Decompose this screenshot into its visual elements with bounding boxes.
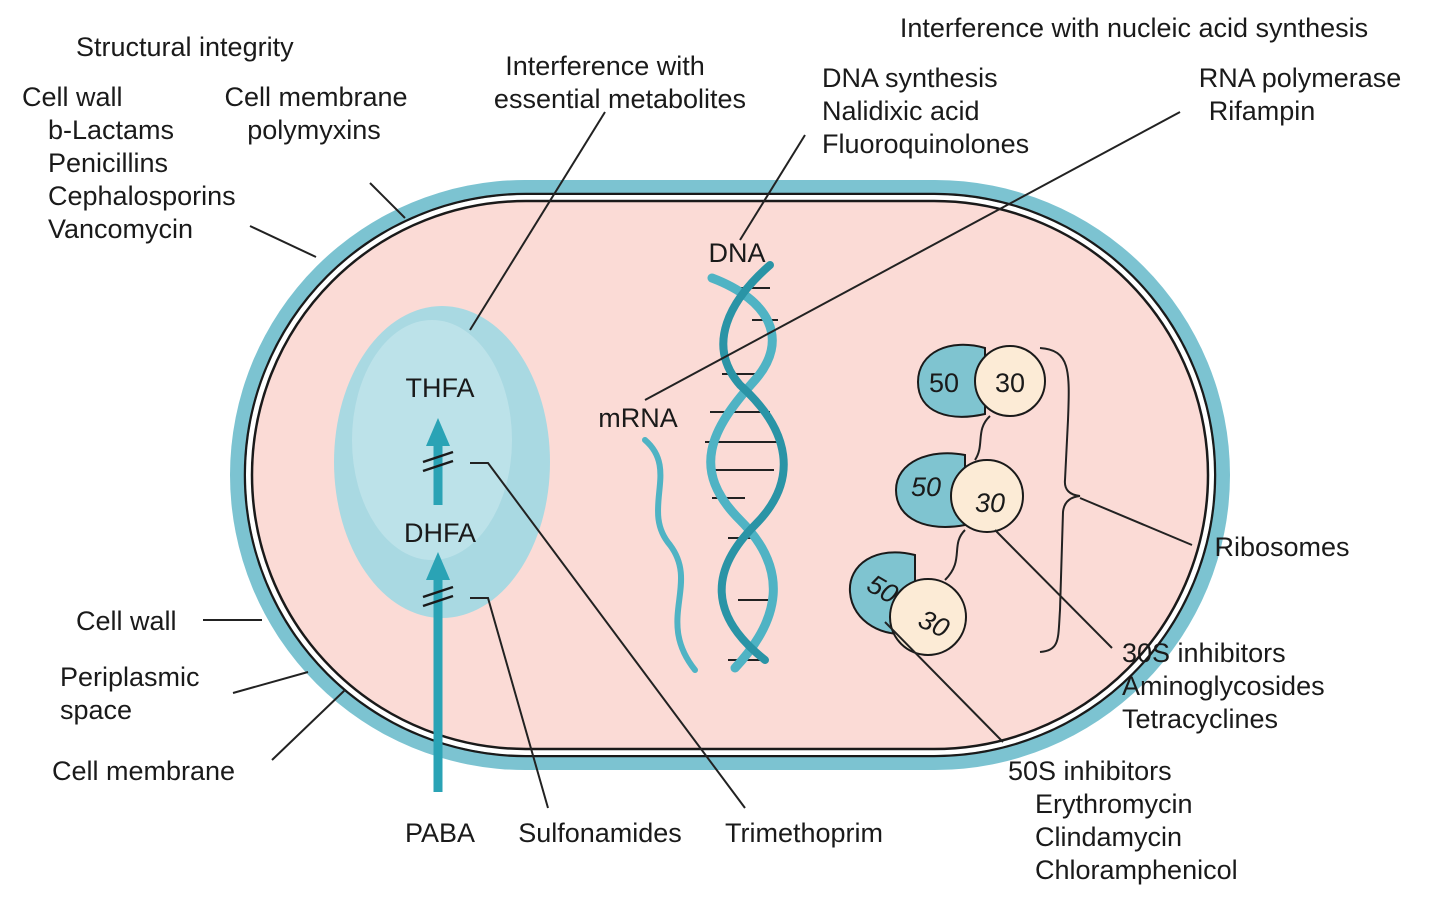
outer-membrane-line	[243, 192, 1217, 758]
svg-text:Clindamycin: Clindamycin	[1035, 822, 1182, 852]
ribosome-30-shape	[950, 459, 1024, 533]
ribosome-2: 50 30	[894, 452, 1024, 533]
ribosome-50-shape	[894, 452, 966, 528]
folate-pathway-arrow	[422, 418, 454, 792]
polymyxins-label: polymyxins	[247, 115, 381, 145]
leader-lines	[203, 111, 1193, 809]
ribosome-30-shape	[889, 578, 967, 656]
svg-text:Interference with: Interference with	[505, 51, 705, 81]
svg-text:DNA synthesis: DNA synthesis	[822, 63, 998, 93]
ribosome-1: 50 30	[916, 343, 1046, 418]
structural-integrity-label: Structural integrity	[76, 32, 294, 62]
paba-label: PABA	[405, 818, 475, 848]
cell-wall-label: Cell wall	[76, 606, 177, 636]
svg-text:Periplasmic: Periplasmic	[60, 662, 200, 692]
block-mark-thfa	[422, 450, 454, 473]
dna-label: DNA	[708, 238, 765, 268]
svg-text:RNA polymerase: RNA polymerase	[1199, 63, 1402, 93]
ribosome-50-shape	[916, 343, 986, 418]
ribosomes-label: Ribosomes	[1214, 532, 1349, 562]
ribosome-50-label: 50	[911, 472, 941, 502]
svg-text:30S inhibitors: 30S inhibitors	[1122, 638, 1286, 668]
ribosome-connectors	[944, 415, 991, 581]
30s-inhibitors-list: 30S inhibitors Aminoglycosides Tetracycl…	[1122, 638, 1325, 734]
cell-wall-heading: Cell wall	[22, 82, 123, 112]
svg-text:Nalidixic acid: Nalidixic acid	[822, 96, 980, 126]
ribosome-30-label: 30	[975, 488, 1005, 518]
svg-text:essential metabolites: essential metabolites	[494, 84, 746, 114]
svg-text:Erythromycin: Erythromycin	[1035, 789, 1193, 819]
rna-polymerase-drug-list: RNA polymerase Rifampin	[1199, 63, 1402, 126]
penicillins-label: Penicillins	[48, 148, 168, 178]
svg-text:Tetracyclines: Tetracyclines	[1122, 704, 1278, 734]
dhfa-label: DHFA	[404, 518, 476, 548]
nucleic-acid-heading: Interference with nucleic acid synthesis	[900, 13, 1368, 43]
svg-text:Fluoroquinolones: Fluoroquinolones	[822, 129, 1029, 159]
vancomycin-label: Vancomycin	[48, 214, 193, 244]
cell-membrane-heading: Cell membrane	[224, 82, 407, 112]
periplasmic-space-label: Periplasmic space	[60, 662, 200, 725]
dna-strand-b	[717, 261, 788, 664]
trimethoprim-label: Trimethoprim	[725, 818, 883, 848]
arrowhead-thfa	[426, 418, 450, 446]
dna-synthesis-drug-list: DNA synthesis Nalidixic acid Fluoroquino…	[822, 63, 1029, 159]
cephalosporins-label: Cephalosporins	[48, 181, 236, 211]
thfa-label: THFA	[405, 373, 474, 403]
svg-text:Aminoglycosides: Aminoglycosides	[1122, 671, 1325, 701]
mrna-strand	[642, 437, 698, 673]
cell-membrane-drug-list: Cell membrane polymyxins	[224, 82, 407, 145]
metabolites-heading: Interference with essential metabolites	[494, 51, 746, 114]
b-lactams-label: b-Lactams	[48, 115, 174, 145]
svg-text:Chloramphenicol: Chloramphenicol	[1035, 855, 1238, 885]
ribosomes-brace	[1039, 347, 1081, 653]
svg-text:space: space	[60, 695, 132, 725]
dna-helix	[642, 261, 788, 673]
cell-membrane-label: Cell membrane	[52, 756, 235, 786]
ribosome-3: 50 30	[848, 551, 967, 656]
mrna-label: mRNA	[598, 403, 678, 433]
svg-text:50S inhibitors: 50S inhibitors	[1008, 756, 1172, 786]
ribosome-30-label: 30	[995, 368, 1025, 398]
dna-strand-a	[706, 273, 778, 673]
svg-text:Rifampin: Rifampin	[1209, 96, 1316, 126]
ribosome-50-label: 50	[929, 368, 959, 398]
50s-inhibitors-list: 50S inhibitors Erythromycin Clindamycin …	[1008, 756, 1238, 885]
cell-wall-drug-list: Cell wall b-Lactams Penicillins Cephalos…	[22, 82, 236, 244]
ribosome-30-shape	[974, 345, 1046, 417]
arrowhead-dhfa	[426, 552, 450, 580]
block-mark-dhfa	[422, 585, 454, 608]
sulfonamides-label: Sulfonamides	[518, 818, 682, 848]
